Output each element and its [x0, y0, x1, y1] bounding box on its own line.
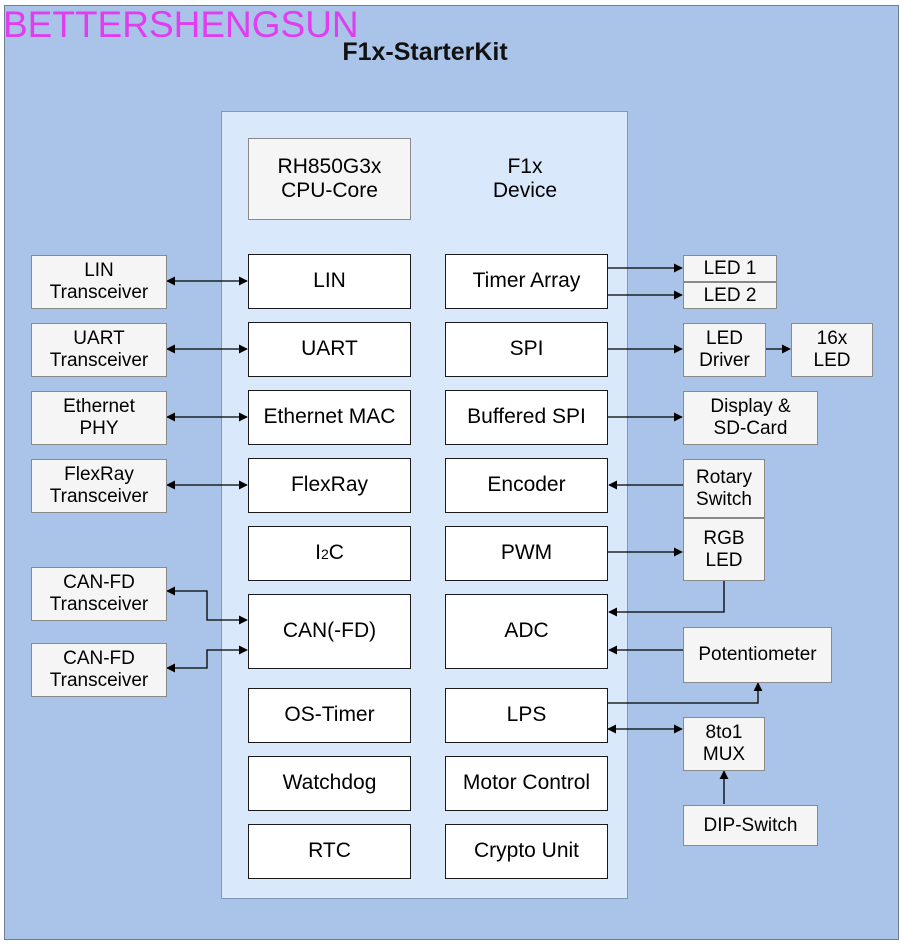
led-2: LED 2	[683, 282, 777, 309]
board-title: F1x-StarterKit	[342, 38, 508, 66]
watermark-text: BETTERSHENGSUN	[3, 4, 359, 45]
wire-lps-pot	[608, 682, 763, 704]
ethernet-mac-block: Ethernet MAC	[248, 390, 411, 445]
ethernet-phy: Ethernet PHY	[31, 391, 167, 445]
can-fd-transceiver-2: CAN-FD Transceiver	[31, 643, 167, 697]
led-1: LED 1	[683, 255, 777, 282]
spi-block: SPI	[445, 322, 608, 377]
i2c-base: I	[315, 541, 321, 565]
os-timer-block: OS-Timer	[248, 688, 411, 743]
pwm-block: PWM	[445, 526, 608, 581]
wire-can-2	[166, 645, 248, 673]
uart-block: UART	[248, 322, 411, 377]
wire-can-1	[166, 586, 248, 625]
can-fd-block: CAN(-FD)	[248, 594, 411, 669]
timer-array-block: Timer Array	[445, 254, 608, 309]
lin-block: LIN	[248, 254, 411, 309]
rgb-led: RGB LED	[683, 518, 765, 581]
uart-transceiver: UART Transceiver	[31, 323, 167, 377]
watchdog-block: Watchdog	[248, 756, 411, 811]
lin-transceiver: LIN Transceiver	[31, 255, 167, 309]
mux-8to1: 8to1 MUX	[683, 717, 765, 771]
i2c-tail: C	[328, 541, 344, 565]
adc-block: ADC	[445, 594, 608, 669]
encoder-block: Encoder	[445, 458, 608, 513]
led-driver: LED Driver	[683, 323, 766, 377]
rotary-switch: Rotary Switch	[683, 459, 765, 518]
display-sd-card: Display & SD-Card	[683, 391, 818, 445]
flexray-block: FlexRay	[248, 458, 411, 513]
lps-block: LPS	[445, 688, 608, 743]
buffered-spi-block: Buffered SPI	[445, 390, 608, 445]
can-fd-transceiver-1: CAN-FD Transceiver	[31, 567, 167, 621]
led-16x: 16x LED	[791, 323, 873, 377]
crypto-unit-block: Crypto Unit	[445, 824, 608, 879]
rtc-block: RTC	[248, 824, 411, 879]
cpu-core-block: RH850G3x CPU-Core	[248, 138, 411, 220]
device-label: F1x Device	[492, 154, 558, 202]
wire-rgb-adc	[608, 581, 725, 617]
motor-control-block: Motor Control	[445, 756, 608, 811]
flexray-transceiver: FlexRay Transceiver	[31, 459, 167, 513]
dip-switch: DIP-Switch	[683, 805, 818, 846]
potentiometer: Potentiometer	[683, 627, 832, 683]
